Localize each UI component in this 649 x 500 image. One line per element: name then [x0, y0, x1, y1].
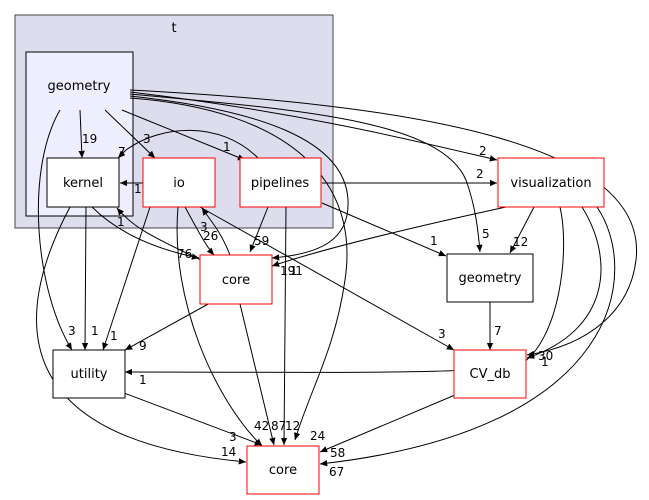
cluster-geometry-label: geometry: [47, 79, 110, 94]
edge-pip-kernel: [117, 129, 259, 159]
edge-label-io-utility: 1: [110, 329, 118, 343]
edge-kernel-utility: [81, 206, 89, 351]
node-core-inner[interactable]: core: [199, 254, 273, 305]
edge-label-pip-geometry: 1: [430, 234, 438, 248]
node-pipelines-label: pipelines: [251, 176, 310, 191]
edge-utility-core-outer: [123, 392, 263, 446]
edge-label-pip-kernel: 7: [118, 145, 126, 159]
node-io-label: io: [173, 176, 185, 191]
edge-vis-cvdb: [526, 206, 602, 359]
edge-label-pip-core-outer: 12: [285, 419, 300, 433]
edge-core-inner-io: [201, 207, 231, 256]
edge-pip-geometry: [321, 202, 447, 257]
edge-label-geo-kernel: 19: [82, 132, 97, 146]
node-cv-db-label: CV_db: [470, 367, 511, 382]
edge-io-utility: [102, 206, 151, 351]
edge-label-geo-io: 3: [143, 132, 151, 146]
edge-label-kernel-utility: 1: [91, 324, 99, 338]
edge-io-core-outer: [176, 206, 263, 447]
edge-label-geo-cvdb: 30: [538, 349, 553, 363]
edge-geo-geometry: [129, 93, 483, 253]
node-kernel-label: kernel: [63, 176, 103, 191]
edge-geo-kernel: [78, 109, 85, 159]
node-io[interactable]: io: [142, 157, 216, 208]
edge-geo-utility: [37, 109, 73, 351]
edge-geo-pipelines: [121, 109, 246, 161]
node-visualization[interactable]: visualization: [497, 157, 605, 208]
edge-label-geo-core-inner: 191: [280, 264, 303, 278]
edge-label-utility-core-outer: 3: [229, 430, 237, 444]
node-core-outer[interactable]: core: [246, 445, 320, 495]
edge-vis-geometry: [509, 206, 535, 254]
edge-label-cvdb-core-outer: 58: [330, 446, 345, 460]
edge-cvdb-core-outer: [319, 394, 456, 453]
edge-label-core-inner-utility: 9: [139, 339, 147, 353]
edge-kernel-core-inner: [91, 206, 200, 260]
node-pipelines[interactable]: pipelines: [239, 157, 322, 208]
edge-core-inner-core-outer: [239, 303, 276, 446]
edge-label-kernel-core-outer: 14: [221, 445, 236, 459]
edge-label-geo-geometry: 5: [482, 227, 490, 241]
cluster-t-label: t: [171, 21, 176, 36]
edge-label-geo-vis: 2: [479, 144, 487, 158]
edge-label-geo-pipelines: 1: [223, 140, 231, 154]
edge-label-core-inner-kernel: 1: [117, 215, 125, 229]
edge-label-io-core-inner: 3: [200, 220, 208, 234]
edge-geo-cvdb: [129, 89, 637, 358]
edge-label-vis-core-outer: 67: [329, 465, 344, 479]
edge-pip-core-inner: [249, 206, 269, 253]
edges: [36, 89, 637, 467]
node-kernel[interactable]: kernel: [46, 157, 120, 208]
node-utility[interactable]: utility: [52, 349, 126, 399]
edge-pip-core-outer: [280, 206, 288, 446]
edge-core-inner-utility: [124, 302, 211, 351]
node-utility-label: utility: [71, 367, 108, 382]
edge-label-vis-core-inner: 1: [290, 264, 298, 278]
node-geometry[interactable]: geometry: [446, 253, 534, 303]
edge-label-io-core-outer: 42: [254, 419, 269, 433]
edge-label-kernel-core-inner: 76: [177, 247, 192, 261]
edge-label-core-inner-io: 26: [203, 229, 218, 243]
edge-label-vis-utility: 1: [139, 373, 147, 387]
edge-label-vis-geometry: 12: [513, 235, 528, 249]
node-visualization-label: visualization: [510, 176, 591, 191]
edge-label-core-inner-core-outer: 87: [271, 419, 286, 433]
edge-vis-core-inner: [271, 206, 507, 267]
edge-kernel-core-outer: [36, 206, 247, 465]
edge-geo-core-outer: [129, 97, 348, 441]
edge-label-io-kernel: 1: [134, 182, 142, 196]
edge-geo-core-inner: [129, 95, 349, 261]
edge-io-core-inner: [184, 206, 215, 256]
edge-label-io-cvdb: 3: [438, 327, 446, 341]
node-geometry-label: geometry: [458, 271, 521, 286]
edge-vis-core-outer: [319, 206, 616, 467]
node-core-inner-label: core: [222, 273, 250, 288]
edge-io-cvdb: [199, 206, 455, 351]
edge-label-geo-core-outer: 24: [310, 429, 325, 443]
edge-geo-io: [104, 109, 156, 159]
edge-label-geometry-cvdb: 7: [494, 324, 502, 338]
node-core-outer-label: core: [269, 463, 297, 478]
edge-label-pip-vis: 2: [476, 167, 484, 181]
edge-label-pip-core-inner: 59: [254, 234, 269, 248]
edge-label-vis-cvdb: 1: [541, 355, 549, 369]
node-cv-db[interactable]: CV_db: [453, 349, 527, 399]
edge-label-geo-utility: 3: [68, 324, 76, 338]
edge-labels: 19 3 1 2 5 3 191 24 30 7 1 2 76 1 3 26 5…: [68, 132, 553, 479]
